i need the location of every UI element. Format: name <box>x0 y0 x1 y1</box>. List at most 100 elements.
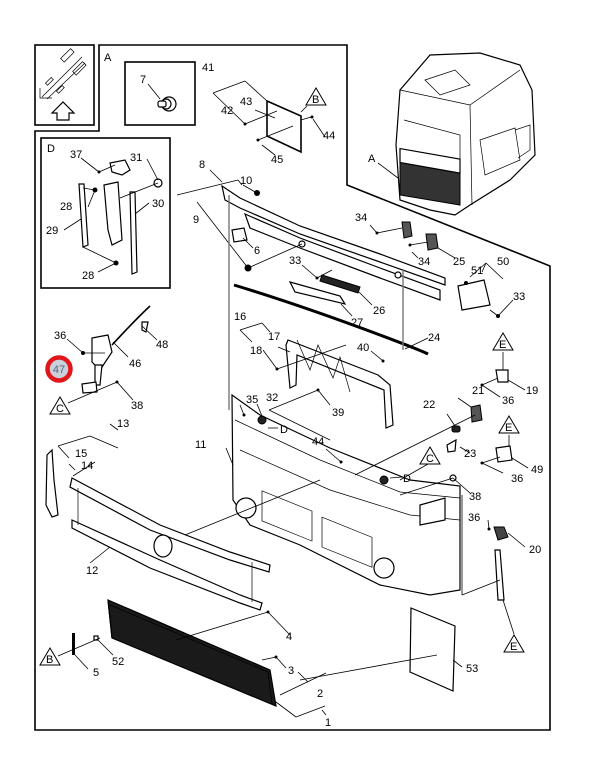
part-label[interactable]: 49 <box>531 464 543 476</box>
part-label[interactable]: 51 <box>471 265 483 277</box>
part-label[interactable]: 42 <box>221 105 233 117</box>
part-label[interactable]: 10 <box>240 175 252 187</box>
part-label[interactable]: 3 <box>288 665 294 677</box>
part-label[interactable]: 15 <box>75 448 87 460</box>
part-label[interactable]: 48 <box>156 339 168 351</box>
ref-marker-b-top: B <box>305 87 327 106</box>
support-bracket-39 <box>239 322 394 441</box>
ref-marker-c-right: C <box>419 446 441 465</box>
part-labels: 7 41 42 43 44 45 A 37 31 28 29 30 28 8 1… <box>46 62 543 729</box>
part-label[interactable]: D <box>403 473 411 485</box>
part-label[interactable]: 6 <box>254 245 260 257</box>
part-label[interactable]: 4 <box>286 631 292 643</box>
part-label[interactable]: 34 <box>418 256 430 268</box>
ref-marker-e-bottom: E <box>503 634 525 653</box>
part-label[interactable]: 38 <box>131 400 143 412</box>
truck-cab-illustration <box>377 52 536 216</box>
highlight-callout-47[interactable]: 47 <box>45 355 73 383</box>
part-label[interactable]: 36 <box>502 395 514 407</box>
part-label[interactable]: 21 <box>472 385 484 397</box>
part-label[interactable]: 33 <box>513 291 525 303</box>
part-label[interactable]: 43 <box>240 96 252 108</box>
part-label[interactable]: 29 <box>46 225 58 237</box>
svg-text:C: C <box>56 403 64 415</box>
detail-a-box: A <box>104 52 196 126</box>
part-label[interactable]: 26 <box>373 305 385 317</box>
part-label[interactable]: 7 <box>140 74 146 86</box>
wiper-mechanism-46 <box>66 305 158 404</box>
part-label[interactable]: 36 <box>468 512 480 524</box>
main-frame-border <box>34 44 551 731</box>
grille-12 <box>69 477 321 611</box>
part-label[interactable]: 44 <box>312 436 324 448</box>
part-label[interactable]: 22 <box>423 399 435 411</box>
part-label[interactable]: 28 <box>60 201 72 213</box>
handle-parts <box>288 264 373 317</box>
orientation-box <box>34 44 95 126</box>
part-label[interactable]: 28 <box>82 270 94 282</box>
part-label[interactable]: 17 <box>268 331 280 343</box>
svg-text:E: E <box>510 641 517 653</box>
part-label[interactable]: 23 <box>464 448 476 460</box>
part-label[interactable]: 5 <box>93 667 99 679</box>
part-label[interactable]: D <box>280 424 288 436</box>
part-label[interactable]: 14 <box>81 460 93 472</box>
svg-text:C: C <box>426 453 434 465</box>
part-label[interactable]: 2 <box>317 688 323 700</box>
svg-text:E: E <box>505 422 512 434</box>
part-label[interactable]: 25 <box>453 256 465 268</box>
hinge-49 <box>480 435 529 474</box>
part-label[interactable]: 44 <box>323 130 335 142</box>
part-label[interactable]: 53 <box>466 663 478 675</box>
part-label[interactable]: A <box>368 153 376 165</box>
part-label[interactable]: 18 <box>250 345 262 357</box>
upper-trim-panel-8 <box>176 169 446 301</box>
part-label[interactable]: 16 <box>234 311 246 323</box>
part-label[interactable]: 13 <box>117 418 129 430</box>
panel-53 <box>299 607 463 692</box>
part-label[interactable]: 33 <box>289 255 301 267</box>
latch-parts-21-22-23 <box>354 397 483 476</box>
part-label[interactable]: 11 <box>195 439 206 451</box>
highlighted-part-number: 47 <box>53 364 65 376</box>
part-label[interactable]: 35 <box>246 394 258 406</box>
ref-marker-b-bottom: B <box>39 647 61 666</box>
part-label[interactable]: 39 <box>332 407 344 419</box>
detail-d-label: D <box>47 143 55 155</box>
part-label[interactable]: 20 <box>529 544 541 556</box>
part-label[interactable]: 8 <box>199 159 205 171</box>
part-label[interactable]: 45 <box>271 154 283 166</box>
ref-marker-e-top: E <box>492 332 514 351</box>
part-label[interactable]: 27 <box>351 317 363 329</box>
lower-grille-1 <box>57 599 327 718</box>
part-label[interactable]: 9 <box>193 214 199 226</box>
part-label[interactable]: 41 <box>202 62 214 74</box>
svg-text:B: B <box>312 94 319 106</box>
detail-a-label: A <box>104 52 112 64</box>
part-label[interactable]: 24 <box>428 332 440 344</box>
clip-part-7 <box>157 96 177 112</box>
part-label[interactable]: 36 <box>54 330 66 342</box>
bracket-25 <box>369 221 456 259</box>
part-label[interactable]: 38 <box>469 491 481 503</box>
part-label[interactable]: 37 <box>70 149 82 161</box>
part-label[interactable]: 40 <box>357 342 369 354</box>
part-label[interactable]: 36 <box>511 473 523 485</box>
part-label[interactable]: 50 <box>497 256 509 268</box>
part-label[interactable]: 31 <box>130 152 142 164</box>
orientation-arrows-icon <box>39 48 87 121</box>
part-label[interactable]: 34 <box>355 212 367 224</box>
part-label[interactable]: 32 <box>266 392 278 404</box>
svg-text:E: E <box>499 339 506 351</box>
detail-d-box: D <box>40 137 171 289</box>
part-label[interactable]: 12 <box>86 565 98 577</box>
part-label[interactable]: 52 <box>112 656 124 668</box>
part-label[interactable]: 19 <box>526 385 538 397</box>
gas-strut-20 <box>461 495 526 635</box>
part-label[interactable]: 30 <box>152 198 164 210</box>
svg-text:B: B <box>46 654 53 666</box>
corner-piece-50 <box>457 262 514 318</box>
part-label[interactable]: 1 <box>325 717 331 729</box>
part-label[interactable]: 46 <box>129 358 141 370</box>
